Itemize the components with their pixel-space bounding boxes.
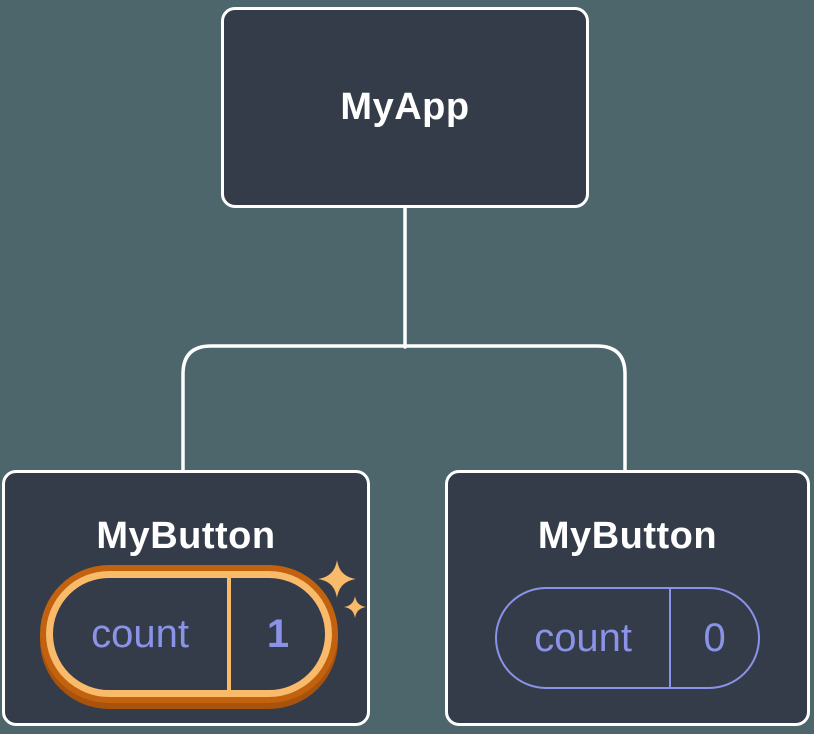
node-title: MyButton: [537, 515, 718, 557]
state-label: count: [91, 611, 189, 656]
pill-divider: [669, 589, 672, 687]
connector-branch: [181, 344, 627, 475]
node-title: MyButton: [96, 515, 276, 557]
tree-node-child-left: MyButton count 1: [2, 470, 370, 726]
pill-divider: [227, 578, 232, 690]
node-title: MyApp: [340, 86, 470, 128]
sparkle-large: [318, 560, 356, 598]
state-label: count: [534, 615, 633, 660]
sparkle-small: [344, 596, 366, 618]
state-value: 0: [703, 615, 726, 660]
tree-node-child-right: MyButton count 0: [445, 470, 810, 726]
tree-node-root: MyApp: [221, 7, 589, 208]
state-pill: count 0: [495, 587, 760, 689]
state-pill-highlighted: count 1: [46, 571, 332, 697]
state-value: 1: [266, 611, 290, 656]
sparkles-icon: [318, 560, 366, 618]
